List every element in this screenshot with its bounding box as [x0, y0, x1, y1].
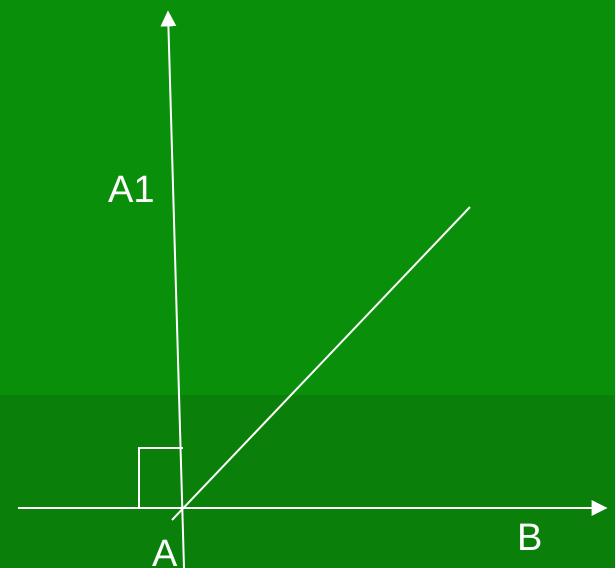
- right-angle-marker: [138, 447, 183, 508]
- label-b: B: [517, 517, 542, 559]
- diagonal-ray: [171, 206, 471, 521]
- background-lower-band: [0, 395, 615, 568]
- vertical-axis-aa1: [160, 10, 185, 568]
- label-a: A: [152, 533, 178, 568]
- background-upper-band: [0, 0, 615, 395]
- label-a1: A1: [108, 169, 154, 211]
